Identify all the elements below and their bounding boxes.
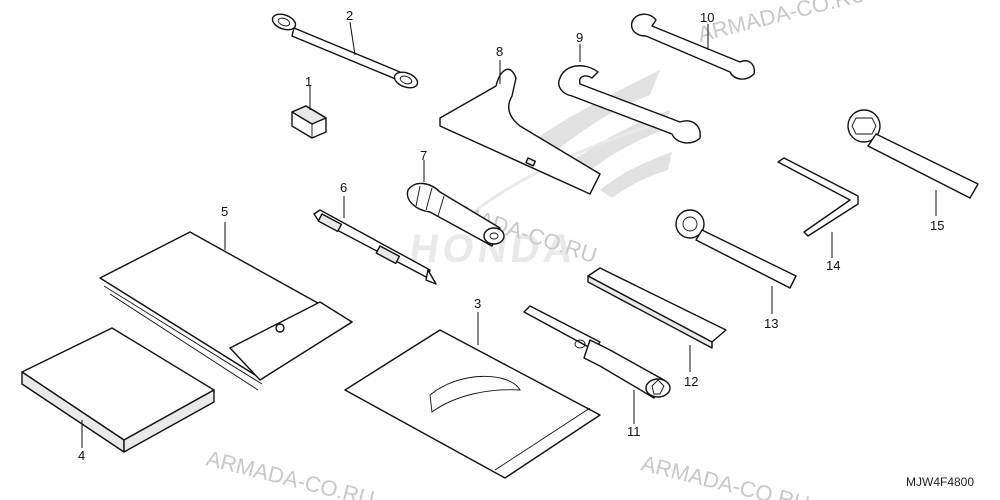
part-10-small-wrench: [630, 13, 755, 80]
callout-5: 5: [221, 204, 228, 219]
callout-6: 6: [340, 180, 347, 195]
part-11-plug-wrench: [523, 305, 671, 424]
part-6-screwdriver-bit: [313, 196, 437, 285]
part-12-handle-bar: [587, 267, 727, 372]
callout-8: 8: [496, 44, 503, 59]
part-3-bag: [344, 312, 601, 479]
part-1-cap: [291, 86, 327, 139]
callout-2: 2: [346, 8, 353, 23]
callout-13: 13: [764, 316, 778, 331]
callout-10: 10: [700, 10, 714, 25]
drawing-code: MJW4F4800: [906, 475, 974, 489]
callout-15: 15: [930, 218, 944, 233]
callout-1: 1: [305, 74, 312, 89]
part-8-pin-spanner: [439, 60, 601, 195]
part-4-manual: [21, 327, 215, 453]
watermark-top-right: ARMADA-CO.RU: [695, 0, 868, 47]
part-15-box-spanner: [847, 109, 979, 216]
part-14-hex-key: [777, 157, 859, 258]
part-13-ring-spanner: [675, 209, 797, 314]
callout-4: 4: [78, 448, 85, 463]
callout-3: 3: [474, 296, 481, 311]
callout-labels: 1 2 3 4 5 6 7 8 9 10 11 12 13 14 15: [78, 8, 944, 463]
callout-14: 14: [826, 258, 840, 273]
callout-9: 9: [576, 30, 583, 45]
watermark-bottom-right: ARMADA-CO.RU: [639, 451, 812, 500]
part-2-wrench: [271, 13, 419, 89]
part-5-tool-bag: [99, 222, 353, 391]
callout-7: 7: [420, 148, 427, 163]
callout-11: 11: [627, 424, 641, 439]
honda-wing-logo: HONDA: [407, 70, 672, 271]
watermark-bottom-left: ARMADA-CO.RU: [204, 446, 377, 500]
part-9-open-wrench: [558, 44, 701, 144]
part-7-screwdriver-grip: [406, 160, 505, 247]
callout-12: 12: [684, 374, 698, 389]
